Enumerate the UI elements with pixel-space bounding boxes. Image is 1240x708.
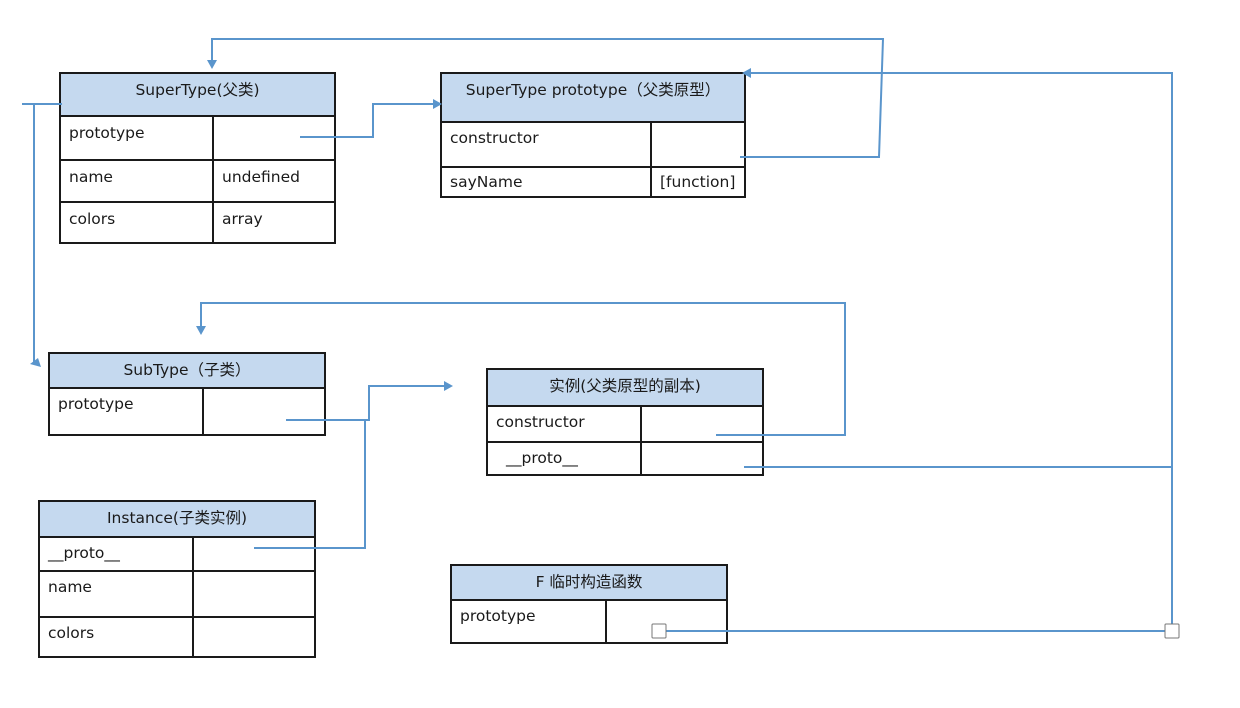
proto-copy-row-proto: __proto__ bbox=[488, 443, 762, 474]
row-key: name bbox=[48, 578, 92, 596]
connector-handle bbox=[1164, 623, 1180, 639]
row-key: constructor bbox=[450, 129, 539, 147]
row-value: undefined bbox=[212, 161, 334, 201]
connector-subtype-prototype bbox=[286, 385, 446, 421]
connector-constructor-to-supertype bbox=[211, 38, 885, 158]
row-key: constructor bbox=[496, 413, 585, 431]
row-value bbox=[192, 572, 314, 616]
row-key: prototype bbox=[58, 395, 134, 413]
row-value bbox=[640, 407, 762, 441]
arrowhead bbox=[30, 358, 41, 367]
supertype-row-name: name undefined bbox=[61, 161, 334, 203]
supertype-prototype-box[interactable]: SuperType prototype（父类原型） constructor sa… bbox=[440, 72, 746, 198]
row-value bbox=[192, 618, 314, 656]
supertype-prototype-title: SuperType prototype（父类原型） bbox=[442, 74, 744, 123]
row-key: name bbox=[69, 168, 113, 186]
row-value bbox=[605, 601, 726, 642]
connector-handle bbox=[651, 623, 667, 639]
row-value: [function] bbox=[650, 168, 744, 196]
instance-row-name: name bbox=[40, 572, 314, 618]
row-key: colors bbox=[48, 624, 95, 642]
instance-row-colors: colors bbox=[40, 618, 314, 656]
instance-box[interactable]: Instance(子类实例) __proto__ name colors bbox=[38, 500, 316, 658]
row-key: colors bbox=[69, 210, 116, 228]
row-value bbox=[650, 123, 744, 166]
row-value bbox=[640, 443, 762, 474]
row-value: array bbox=[212, 203, 334, 242]
arrowhead bbox=[433, 99, 442, 109]
connector-copy-constructor bbox=[200, 302, 846, 436]
supertype-row-colors: colors array bbox=[61, 203, 334, 242]
arrowhead bbox=[207, 60, 217, 69]
connector-supertype-prototype bbox=[300, 103, 436, 138]
row-value bbox=[202, 389, 324, 434]
row-key: __proto__ bbox=[506, 449, 578, 467]
proto-copy-box[interactable]: 实例(父类原型的副本) constructor __proto__ bbox=[486, 368, 764, 476]
arrowhead bbox=[742, 68, 751, 78]
row-key: prototype bbox=[69, 124, 145, 142]
instance-title: Instance(子类实例) bbox=[40, 502, 314, 538]
instance-row-proto: __proto__ bbox=[40, 538, 314, 572]
proto-copy-row-constructor: constructor bbox=[488, 407, 762, 443]
row-key: prototype bbox=[460, 607, 536, 625]
connector-instance-proto bbox=[254, 420, 366, 549]
f-constructor-title: F 临时构造函数 bbox=[452, 566, 726, 601]
proto-copy-title: 实例(父类原型的副本) bbox=[488, 370, 762, 407]
subtype-row-prototype: prototype bbox=[50, 389, 324, 434]
subtype-box[interactable]: SubType（子类） prototype bbox=[48, 352, 326, 436]
supertype-prototype-row-constructor: constructor bbox=[442, 123, 744, 168]
f-constructor-row-prototype: prototype bbox=[452, 601, 726, 642]
subtype-title: SubType（子类） bbox=[50, 354, 324, 389]
supertype-row-prototype: prototype bbox=[61, 117, 334, 161]
supertype-title: SuperType(父类) bbox=[61, 74, 334, 117]
supertype-prototype-row-sayname: sayName [function] bbox=[442, 168, 744, 196]
row-key: __proto__ bbox=[48, 544, 120, 562]
row-value bbox=[192, 538, 314, 570]
arrowhead bbox=[196, 326, 206, 335]
connector-right-vertical bbox=[750, 72, 1173, 631]
supertype-box[interactable]: SuperType(父类) prototype name undefined c… bbox=[59, 72, 336, 244]
row-value bbox=[212, 117, 334, 159]
arrowhead bbox=[444, 381, 453, 391]
row-key: sayName bbox=[450, 173, 523, 191]
